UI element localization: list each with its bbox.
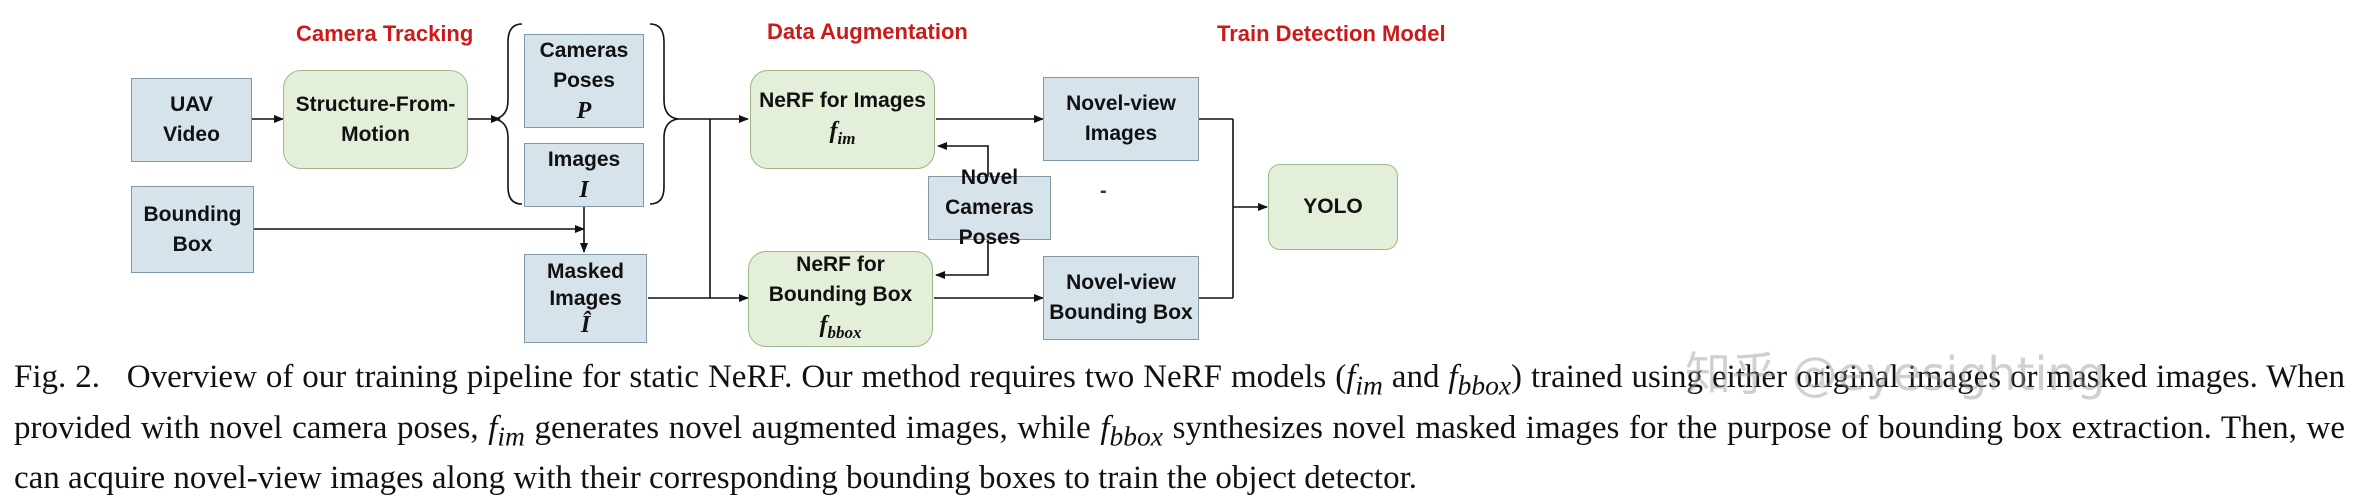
nerf-bbox-label: NeRF for Bounding Box: [768, 253, 913, 307]
node-yolo: YOLO: [1268, 164, 1398, 250]
novel-cameras-line1: Novel Cameras: [945, 166, 1034, 219]
camera-poses-symbol: P: [576, 98, 592, 124]
novel-cameras-line2: Poses: [958, 226, 1021, 249]
novel-bbox-line2: Bounding Box: [1049, 301, 1193, 324]
caption-and: and: [1382, 359, 1449, 395]
novel-bbox-line1: Novel-view: [1066, 271, 1176, 294]
pipeline-diagram: Camera Tracking Data Augmentation Train …: [131, 19, 1446, 347]
section-title-camera-tracking: Camera Tracking: [296, 21, 474, 46]
node-nerf-images: NeRF for Images fim: [750, 70, 935, 169]
watermark: 知乎 @eyesighting: [1685, 347, 2106, 401]
section-title-data-augmentation: Data Augmentation: [767, 19, 968, 44]
node-nerf-bounding-box: NeRF for Bounding Box fbbox: [748, 251, 933, 347]
caption-f-bbox-1: fbbox: [1448, 359, 1512, 401]
masked-images-line1: Masked: [546, 260, 625, 283]
node-novel-view-bounding-box: Novel-view Bounding Box: [1043, 256, 1199, 340]
caption-part-3: generates novel augmented images, while: [524, 409, 1101, 446]
node-masked-images: Masked Images Î: [524, 254, 647, 343]
arrow-novel-poses-to-nerf-images: [937, 142, 989, 190]
sfm-line1: Structure-From-: [295, 92, 456, 116]
nerf-bbox-symbol: fbbox: [819, 312, 862, 342]
masked-images-line2: Images: [549, 287, 622, 310]
figure-caption: Fig. 2. Overview of our training pipelin…: [14, 356, 2345, 500]
caption-part-1: Overview of our training pipeline for st…: [126, 359, 1347, 395]
stray-dot: -: [1100, 180, 1107, 202]
nerf-images-label: NeRF for Images: [759, 88, 926, 112]
images-label: Images: [547, 148, 621, 171]
node-structure-from-motion: Structure-From- Motion: [283, 70, 468, 169]
node-images: Images I: [524, 143, 644, 207]
novel-images-label: Novel-view Images: [1066, 92, 1176, 145]
sfm-line2: Motion: [341, 122, 410, 146]
caption-part-2: ) trained using either original images o…: [14, 359, 2345, 446]
right-brace: [649, 23, 679, 205]
caption-f-im-2: fim: [488, 409, 525, 452]
node-uav-video: UAV Video: [131, 78, 252, 162]
masked-images-symbol: Î: [580, 312, 591, 338]
caption-fig-label: Fig. 2.: [14, 359, 100, 395]
caption-part-4: synthesizes novel masked images for the …: [14, 409, 2345, 497]
images-symbol: I: [579, 177, 589, 203]
connectors: [252, 23, 1268, 302]
camera-poses-label: Cameras Poses: [539, 39, 629, 92]
yolo-label: YOLO: [1303, 195, 1363, 218]
node-novel-view-images: Novel-view Images: [1043, 77, 1199, 161]
nerf-images-symbol: fim: [829, 117, 856, 148]
section-title-train-detection: Train Detection Model: [1217, 21, 1446, 46]
node-camera-poses: Cameras Poses P: [524, 34, 644, 128]
node-novel-cameras-poses: Novel Cameras Poses: [928, 166, 1051, 249]
bounding-box-label: Bounding Box: [143, 202, 242, 256]
caption-f-bbox-2: fbbox: [1100, 409, 1163, 452]
left-brace: [493, 23, 523, 205]
uav-video-line1: UAV: [170, 93, 213, 116]
node-bounding-box: Bounding Box: [131, 186, 254, 273]
uav-video-line2: Video: [163, 123, 220, 146]
arrow-novel-poses-to-nerf-bbox: [935, 240, 989, 279]
caption-f-im-1: fim: [1346, 359, 1383, 401]
